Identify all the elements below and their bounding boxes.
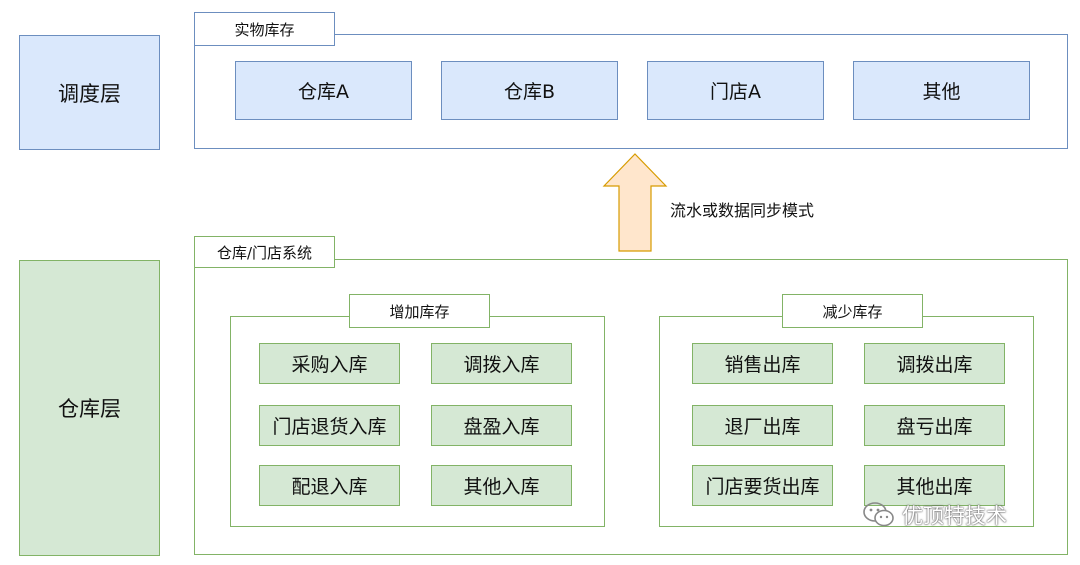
inventory-node-warehouse-a: 仓库A (235, 61, 412, 120)
decrease-node-transfer-out: 调拨出库 (864, 343, 1005, 384)
decrease-node-other-out: 其他出库 (864, 465, 1005, 506)
inventory-node-other: 其他 (853, 61, 1030, 120)
sync-mode-label: 流水或数据同步模式 (670, 201, 815, 220)
inventory-node-warehouse-b: 仓库B (441, 61, 618, 120)
dispatch-layer-label: 调度层 (19, 35, 160, 150)
sync-up-arrow (602, 153, 668, 252)
watermark-text: 优顶特技术 (902, 504, 1007, 528)
increase-node-store-return-in: 门店退货入库 (259, 405, 400, 446)
inventory-node-store-a: 门店A (647, 61, 824, 120)
increase-inventory-tab: 增加库存 (349, 294, 490, 328)
increase-node-transfer-in: 调拨入库 (431, 343, 572, 384)
decrease-node-stock-loss-out: 盘亏出库 (864, 405, 1005, 446)
decrease-node-return-to-vendor-out: 退厂出库 (692, 405, 833, 446)
decrease-node-sales-out: 销售出库 (692, 343, 833, 384)
wechat-icon (863, 502, 894, 527)
decrease-node-store-requisition-out: 门店要货出库 (692, 465, 833, 506)
watermark: 优顶特技术 (862, 500, 1007, 530)
increase-node-stock-surplus-in: 盘盈入库 (431, 405, 572, 446)
decrease-inventory-tab: 减少库存 (782, 294, 923, 328)
warehouse-layer-label: 仓库层 (19, 260, 160, 556)
increase-node-purchase-in: 采购入库 (259, 343, 400, 384)
physical-inventory-tab: 实物库存 (194, 12, 335, 46)
increase-node-distribution-return-in: 配退入库 (259, 465, 400, 506)
warehouse-system-tab: 仓库/门店系统 (194, 236, 335, 268)
increase-node-other-in: 其他入库 (431, 465, 572, 506)
